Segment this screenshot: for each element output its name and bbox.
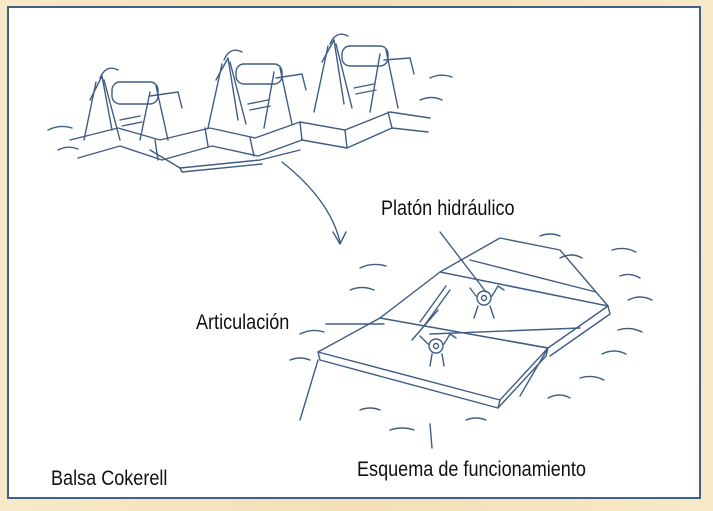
- leader-esquema: [429, 423, 433, 449]
- label-articulacion: Articulación: [196, 311, 290, 334]
- label-esquema-funcionamiento: Esquema de funcionamiento: [357, 458, 586, 481]
- label-balsa-cokerell: Balsa Cokerell: [51, 467, 168, 490]
- label-platon-hidraulico: Platón hidráulico: [381, 197, 515, 220]
- flow-arrow: [281, 161, 347, 245]
- leader-platon: [439, 231, 487, 293]
- raft-schematic: [289, 231, 653, 449]
- raft-sketch-top: [47, 33, 453, 173]
